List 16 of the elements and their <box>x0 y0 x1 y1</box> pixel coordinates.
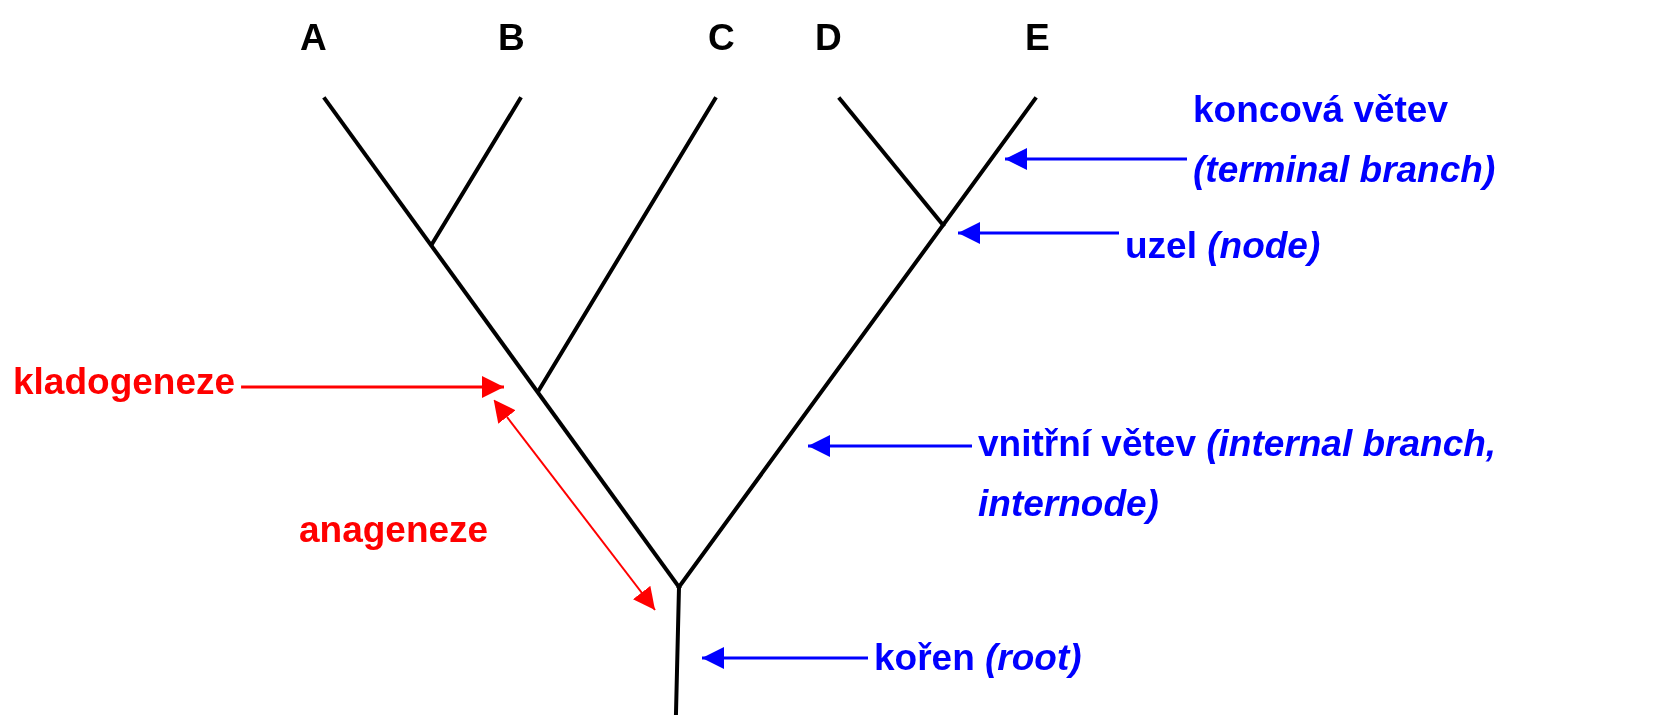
leader-arrow <box>241 376 504 398</box>
process-label: anageneze <box>299 508 489 552</box>
annotation-text: koncová větev (terminal branch) <box>1193 80 1583 200</box>
leader-arrow <box>808 435 972 457</box>
annotation-text: kladogeneze <box>13 352 236 412</box>
annotation-text: uzel (node) <box>1125 216 1321 276</box>
taxon-label: A <box>300 16 327 60</box>
annotation-text: vnitřní větev (internal branch, internode) <box>978 414 1658 534</box>
leader-arrow <box>958 222 1119 244</box>
taxon-label: C <box>708 16 735 60</box>
taxon-label: B <box>498 16 525 60</box>
taxon-label: E <box>1025 16 1050 60</box>
leader-arrow <box>1005 148 1187 170</box>
leader-arrow <box>702 647 868 669</box>
annotation-text: kořen (root) <box>874 628 1082 688</box>
taxon-label: D <box>815 16 842 60</box>
